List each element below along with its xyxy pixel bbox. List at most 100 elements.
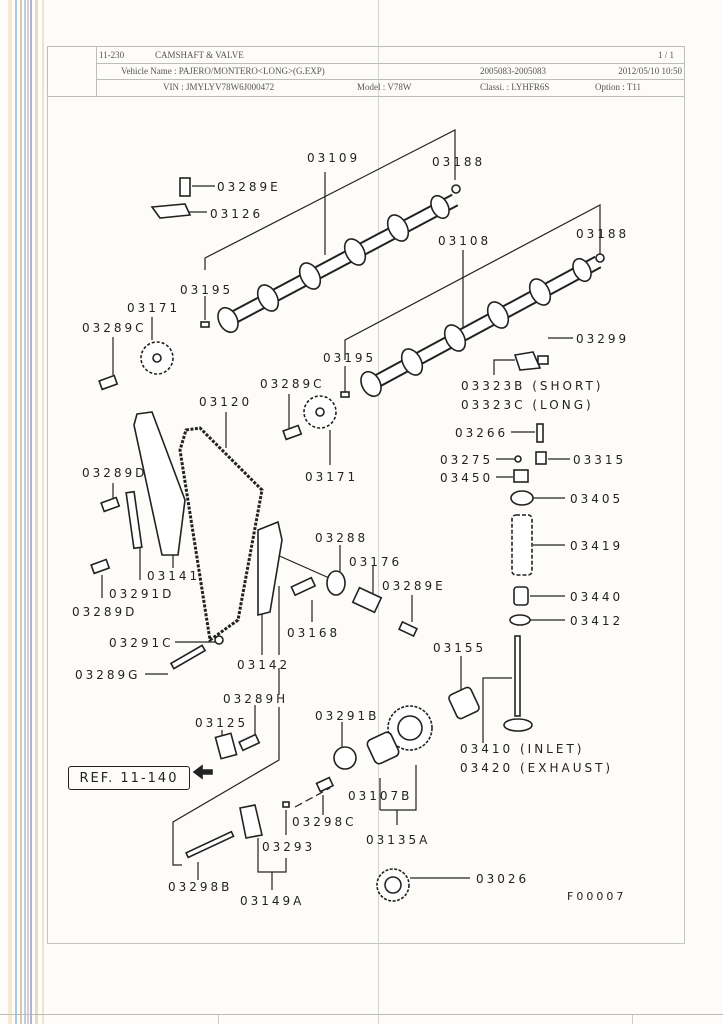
part-label[interactable]: 03288 <box>315 531 368 545</box>
part-label[interactable]: 03289D <box>72 605 137 619</box>
stripe <box>8 0 12 1024</box>
part-label[interactable]: 03171 <box>305 470 358 484</box>
header-row-3: VIN : JMYLYV78W6J000472 Model : V78W Cla… <box>97 79 684 95</box>
part-label[interactable]: 03291D <box>109 587 174 601</box>
stud-bolt <box>169 644 207 670</box>
part-label[interactable]: 03026 <box>476 872 529 886</box>
part-label[interactable]: 03450 <box>440 471 493 485</box>
washer <box>214 635 224 645</box>
part-label[interactable]: 03289C <box>260 377 325 391</box>
part-label[interactable]: 03266 <box>455 426 508 440</box>
part-label[interactable]: 03323C (LONG) <box>461 398 594 412</box>
chain-guide <box>133 411 186 556</box>
part-label[interactable]: 03108 <box>438 234 491 248</box>
part-label[interactable]: 03298B <box>168 880 232 894</box>
vin: VIN : JMYLYV78W6J000472 <box>163 82 275 92</box>
stripe <box>35 0 38 1024</box>
part-label[interactable]: 03195 <box>180 283 233 297</box>
part-label[interactable]: 03419 <box>570 539 623 553</box>
stripe <box>30 0 32 1024</box>
adjust-screw <box>536 423 544 443</box>
part-label[interactable]: 03299 <box>576 332 629 346</box>
ref-arrow-icon <box>192 764 213 780</box>
part-label[interactable]: 03289E <box>382 579 446 593</box>
part-label[interactable]: 03126 <box>210 207 263 221</box>
gear-bore <box>397 715 423 741</box>
sprocket-hub <box>152 353 162 363</box>
leader-line <box>380 765 417 811</box>
part-label[interactable]: 03315 <box>573 453 626 467</box>
header-row-1: 11-230 CAMSHAFT & VALVE 1 / 1 <box>97 47 684 64</box>
valve-spring <box>511 514 533 576</box>
tensioner <box>351 586 383 614</box>
part-label[interactable]: 03188 <box>576 227 629 241</box>
valve-stem-seal <box>513 586 529 606</box>
part-label[interactable]: 03176 <box>349 555 402 569</box>
part-label[interactable]: 03291C <box>109 636 174 650</box>
bushing <box>366 731 400 765</box>
page-title: CAMSHAFT & VALVE <box>155 50 244 60</box>
part-label[interactable]: 03323B (SHORT) <box>461 379 603 393</box>
lash-adjuster <box>535 451 547 465</box>
part-label[interactable]: 03120 <box>199 395 252 409</box>
part-label[interactable]: 03155 <box>433 641 486 655</box>
stripe <box>24 0 26 1024</box>
production-range: 2005083-2005083 <box>480 66 546 76</box>
part-label[interactable]: 03142 <box>237 658 290 672</box>
leader-line <box>204 129 456 270</box>
part-label[interactable]: 03135A <box>366 833 430 847</box>
ball <box>514 455 522 463</box>
part-label[interactable]: 03298C <box>292 815 357 829</box>
thrust-plate <box>333 746 357 770</box>
page-code: 11-230 <box>99 50 125 60</box>
part-label[interactable]: 03289C <box>82 321 147 335</box>
print-datetime: 2012/05/10 10:50 <box>618 66 682 76</box>
part-label[interactable]: 03275 <box>440 453 493 467</box>
bolt <box>90 558 111 575</box>
part-label[interactable]: 03168 <box>287 626 340 640</box>
part-label[interactable]: 03291B <box>315 709 379 723</box>
camshaft-intake <box>217 193 459 334</box>
part-label[interactable]: 03293 <box>262 840 315 854</box>
stripe <box>27 0 29 1024</box>
part-label[interactable]: 03125 <box>195 716 248 730</box>
part-label[interactable]: 03289H <box>223 692 288 706</box>
timing-chain <box>178 426 264 643</box>
sprocket-hub <box>315 407 325 417</box>
bolt <box>238 733 261 752</box>
bolt <box>282 424 303 441</box>
part-label[interactable]: 03289G <box>75 668 140 682</box>
plug <box>451 184 461 194</box>
part-label[interactable]: 03405 <box>570 492 623 506</box>
bracket <box>214 732 238 760</box>
stud-bolt <box>185 830 235 859</box>
camshaft-exhaust <box>360 255 602 398</box>
part-label[interactable]: 03107B <box>348 789 412 803</box>
bolt <box>397 620 419 638</box>
bolt <box>315 776 335 793</box>
guide-strip <box>125 490 143 550</box>
part-label[interactable]: 03410 (INLET) <box>460 742 584 756</box>
spring-seat <box>509 614 531 626</box>
part-label[interactable]: 03188 <box>432 155 485 169</box>
reference-link-button[interactable]: REF. 11-140 <box>68 766 190 790</box>
part-label[interactable]: 03109 <box>307 151 360 165</box>
part-label[interactable]: 03412 <box>570 614 623 628</box>
part-label[interactable]: 03149A <box>240 894 304 908</box>
option: Option : T11 <box>595 82 642 92</box>
part-label[interactable]: 03171 <box>127 301 180 315</box>
cam-phaser-sleeve <box>448 686 480 720</box>
part-label[interactable]: 03440 <box>570 590 623 604</box>
nut <box>537 355 549 365</box>
stripe <box>42 0 44 1024</box>
leader-line <box>294 787 331 808</box>
part-label[interactable]: 03420 (EXHAUST) <box>460 761 613 775</box>
part-label[interactable]: 03289E <box>217 180 281 194</box>
plug <box>595 253 605 263</box>
part-label[interactable]: 03195 <box>323 351 376 365</box>
pin <box>282 801 290 808</box>
header-table: 11-230 CAMSHAFT & VALVE 1 / 1 Vehicle Na… <box>47 46 685 97</box>
valve-stem <box>514 635 521 717</box>
part-label[interactable]: 03289D <box>82 466 147 480</box>
part-label[interactable]: 03141 <box>147 569 200 583</box>
